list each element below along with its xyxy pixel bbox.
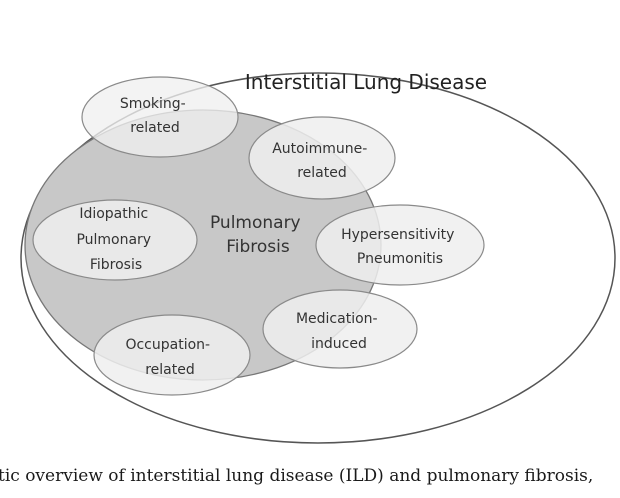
medication-induced-ellipse [262, 289, 418, 369]
figure-caption: tic overview of interstitial lung diseas… [0, 466, 594, 486]
occupation-related-label: Occupation- related [125, 337, 214, 378]
smoking-related-label: Smoking- related [120, 96, 190, 136]
hypersensitivity-pneumonitis-label: Hypersensitivity Pneumonitis [341, 227, 459, 267]
pulmonary-fibrosis-label: Pulmonary Fibrosis [210, 213, 306, 257]
hypersensitivity-pneumonitis-ellipse [315, 204, 485, 286]
ild-venn-diagram: Interstitial Lung Disease Pulmonary Fibr… [20, 70, 616, 444]
idiopathic-pulmonary-fibrosis-label: Idiopathic Pulmonary Fibrosis [76, 206, 155, 273]
occupation-related-ellipse [93, 314, 251, 396]
idiopathic-pulmonary-fibrosis-ellipse [32, 199, 198, 281]
smoking-related-ellipse [81, 76, 239, 158]
autoimmune-related-ellipse [248, 116, 396, 200]
medication-induced-label: Medication- induced [296, 311, 382, 352]
ild-title: Interstitial Lung Disease [245, 70, 487, 94]
autoimmune-related-label: Autoimmune- related [272, 141, 372, 181]
